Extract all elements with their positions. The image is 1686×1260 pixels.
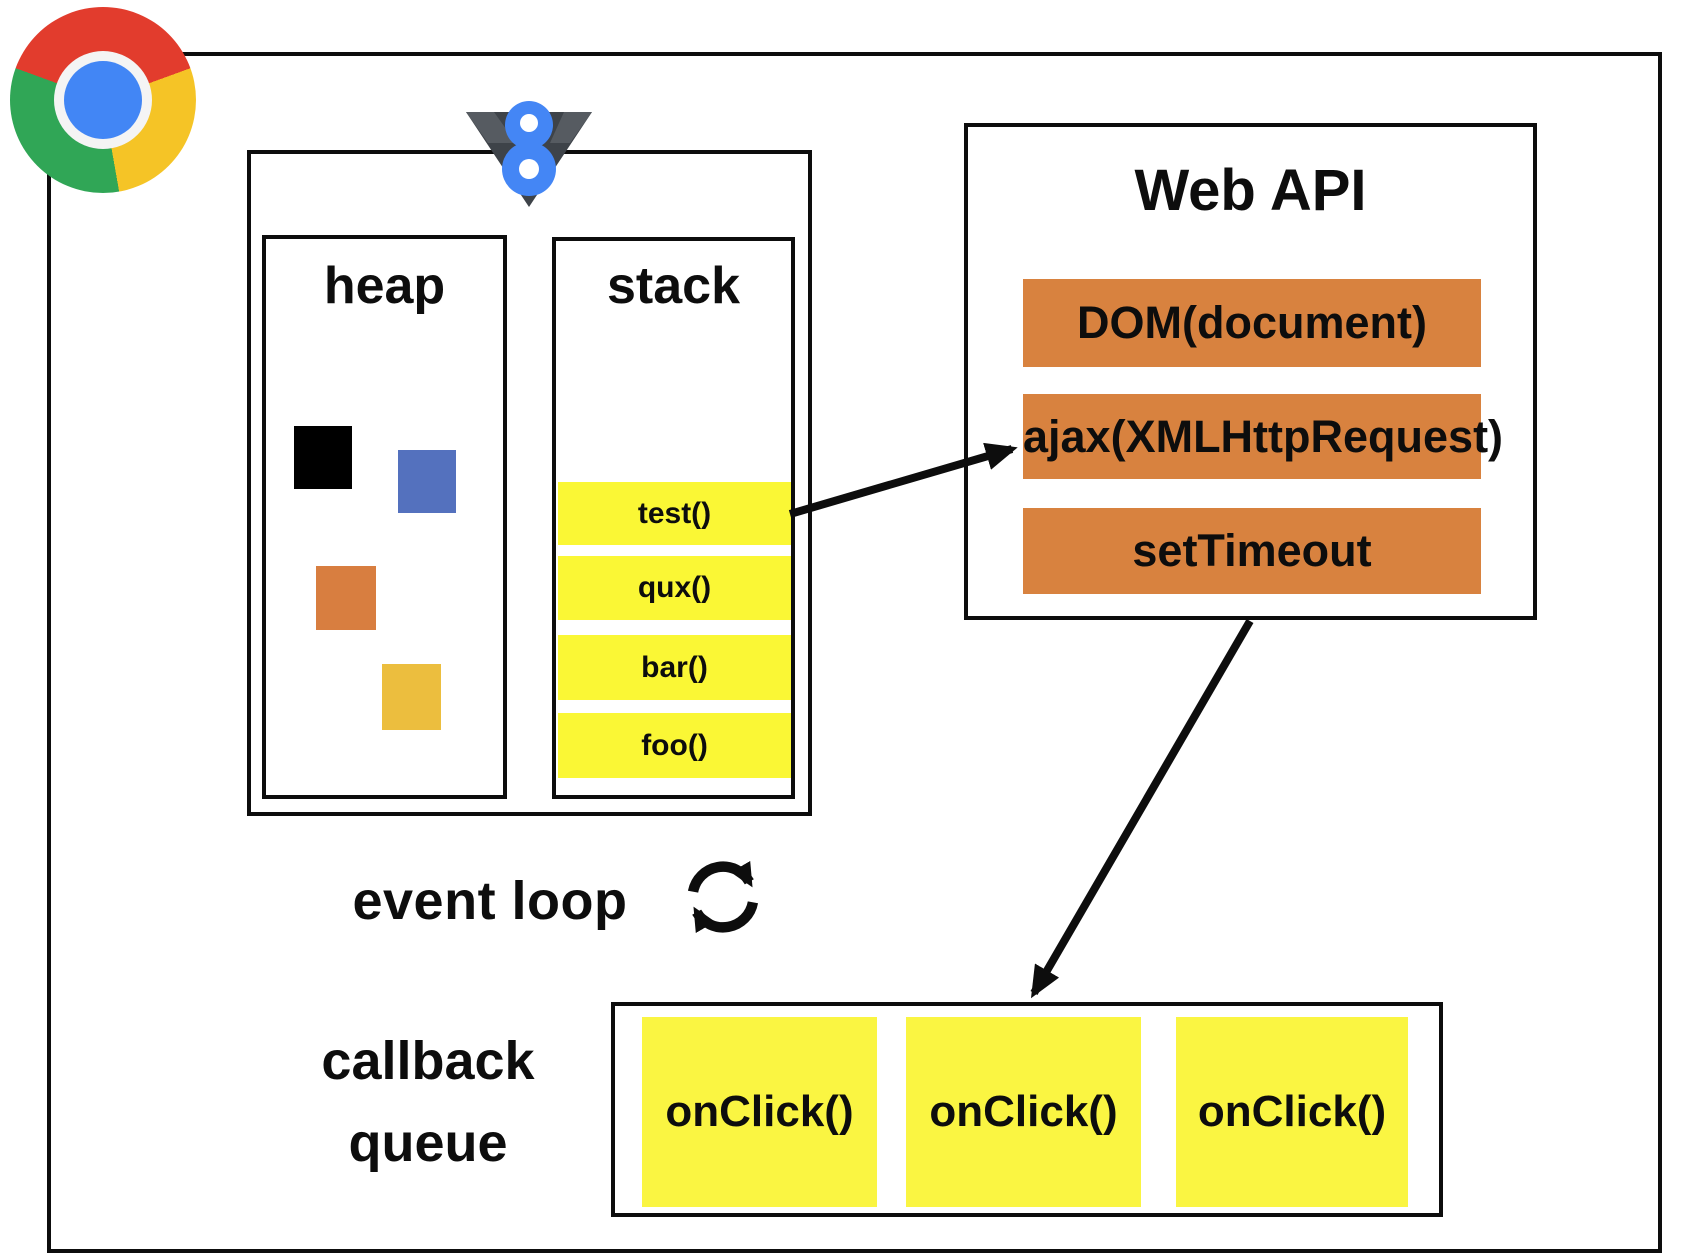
heap-label: heap [323, 257, 446, 315]
chrome-icon [10, 7, 196, 193]
heap-block-orange [316, 566, 376, 630]
web-api-item-dom: DOM(document) [1023, 279, 1481, 367]
heap-block-blue [398, 450, 456, 513]
heap-block-black [294, 426, 352, 489]
heap-box [262, 235, 507, 799]
stack-frame-bar: bar() [558, 635, 791, 700]
browser-frame [47, 52, 1662, 1253]
callback-item-onclick: onClick() [642, 1017, 877, 1207]
web-api-item-ajax: ajax(XMLHttpRequest) [1023, 394, 1503, 479]
heap-block-gold [382, 664, 441, 730]
stack-frame-qux: qux() [558, 556, 791, 620]
event-loop-label: event loop [352, 871, 628, 931]
event-loop-cycle-icon [687, 860, 759, 934]
chrome-icon-center [64, 61, 142, 139]
web-api-title: Web API [1134, 158, 1367, 223]
v8-icon [466, 101, 592, 207]
callback-item-onclick: onClick() [906, 1017, 1141, 1207]
stack-label: stack [607, 257, 740, 315]
stack-frame-test: test() [558, 482, 791, 545]
callback-queue-label: callback queue [321, 1031, 535, 1173]
stack-frame-foo: foo() [558, 713, 791, 778]
callback-item-onclick: onClick() [1176, 1017, 1408, 1207]
web-api-item-settimeout: setTimeout [1023, 508, 1481, 594]
